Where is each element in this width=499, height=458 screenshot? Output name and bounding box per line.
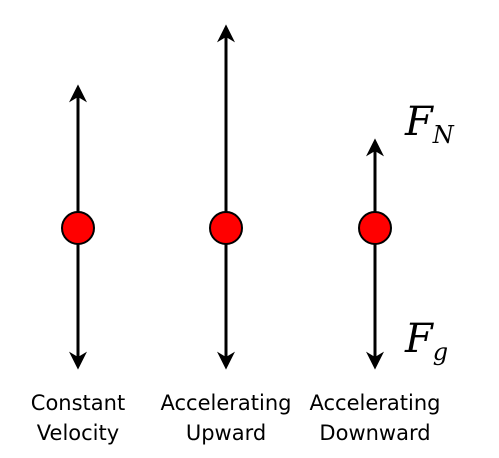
case-accelerating-downward: Accelerating Downward bbox=[310, 138, 441, 445]
case-label-1-line1: Constant bbox=[31, 391, 125, 415]
case-constant-velocity: Constant Velocity bbox=[31, 84, 125, 445]
case-label-3-line2: Downward bbox=[319, 421, 430, 445]
normal-force-subscript: N bbox=[432, 121, 455, 149]
case-accelerating-upward: Accelerating Upward bbox=[161, 24, 292, 445]
case-label-2-line2: Upward bbox=[186, 421, 266, 445]
case-label-2-line1: Accelerating bbox=[161, 391, 292, 415]
object-dot-3 bbox=[358, 211, 392, 245]
gravity-force-symbol: F bbox=[404, 316, 434, 362]
case-label-1-line2: Velocity bbox=[37, 421, 119, 445]
object-dot-2 bbox=[209, 211, 243, 245]
object-dot-1 bbox=[61, 211, 95, 245]
case-label-3-line1: Accelerating bbox=[310, 391, 441, 415]
gravity-force-subscript: g bbox=[433, 338, 448, 366]
normal-force-label: FN bbox=[404, 99, 455, 149]
gravity-force-label: Fg bbox=[404, 316, 448, 366]
normal-force-symbol: F bbox=[404, 99, 434, 145]
